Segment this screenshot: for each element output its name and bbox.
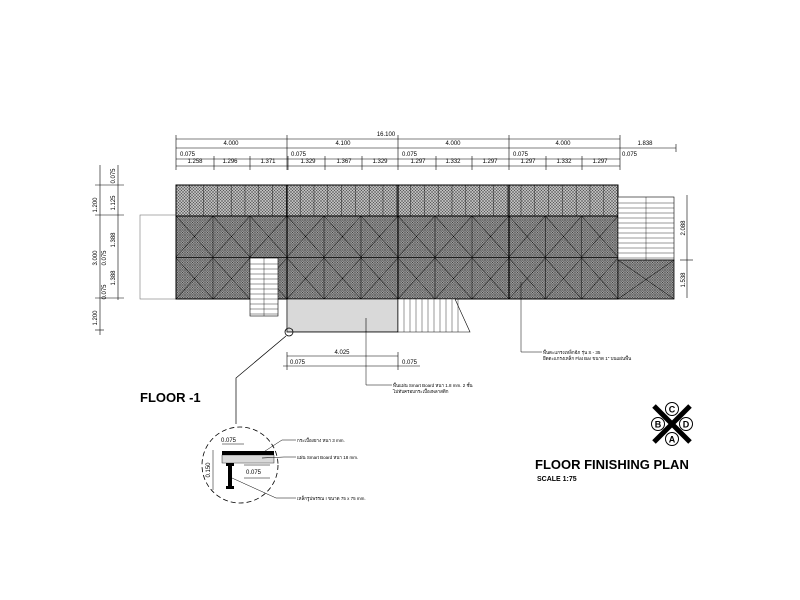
detail-dim-top: 0.075 xyxy=(221,438,237,444)
floor-label: FLOOR -1 xyxy=(140,390,201,405)
sub-dimension-9: 1.297 xyxy=(482,159,498,165)
sub-dimension-7: 1.297 xyxy=(410,159,426,165)
bottom-dimension-lines xyxy=(283,352,420,370)
sub-dimension-4: 1.329 xyxy=(300,159,316,165)
bay-dimension-4: 4.000 xyxy=(555,141,571,147)
left-outer-dimension-1: 1.200 xyxy=(93,197,99,213)
smart-board-area xyxy=(286,298,399,333)
sub-dimension-2: 1.296 xyxy=(222,159,238,165)
bay-dimension-2: 4.100 xyxy=(335,141,351,147)
compass-left-letter: B xyxy=(655,420,662,430)
right-dimension-2: 1.538 xyxy=(681,272,687,288)
sub-dimension-12: 1.297 xyxy=(592,159,608,165)
left-inner-dimension-6: 0.075 xyxy=(102,284,108,300)
overall-right-dimension: 1.838 xyxy=(637,141,653,147)
orientation-compass xyxy=(651,402,693,446)
detail-note-1: กระเบื้องยาง หนา 3 mm. xyxy=(297,437,345,443)
left-outer-dimension-3: 1.200 xyxy=(93,310,99,326)
section-detail xyxy=(201,426,296,504)
detail-callout-marker xyxy=(284,327,294,337)
sub-dimension-8: 1.332 xyxy=(445,159,461,165)
bottom-left-dimension: 0.075 xyxy=(290,360,306,366)
sub-dimension-5: 1.367 xyxy=(336,159,352,165)
left-inner-dimension-4: 0.075 xyxy=(102,250,108,266)
sub-dimension-1: 1.258 xyxy=(187,159,203,165)
left-inner-dimension-5: 1.388 xyxy=(111,270,117,286)
steel-grating-note-2: ยึดตะแกรงเหล็ก Flat Bar ขนาด 1" บนแผ่นพื… xyxy=(543,354,632,361)
top-grating-strip xyxy=(175,184,619,217)
detail-dim-mid: 0.075 xyxy=(246,470,262,476)
detail-note-3: เหล็กรูปพรรณ I ขนาด 75 x 75 mm. xyxy=(297,494,366,502)
right-stair-treads xyxy=(403,299,459,332)
offset-dimension-5: 0.075 xyxy=(622,152,638,158)
detail-dim-side: 0.150 xyxy=(206,462,212,478)
plan-title: FLOOR FINISHING PLAN xyxy=(535,457,689,472)
left-stair-treads xyxy=(250,258,278,316)
compass-top-letter: C xyxy=(669,405,676,415)
right-dimension-1: 2.088 xyxy=(681,220,687,236)
left-inner-dimension-3: 1.388 xyxy=(111,232,117,248)
overall-dimension: 16.100 xyxy=(377,132,396,138)
sub-dimension-11: 1.332 xyxy=(556,159,572,165)
steel-grating-note: พื้นตะแกรงเหล็กฉีก รุ่น S - 35 xyxy=(543,348,601,356)
plan-scale: SCALE 1:75 xyxy=(537,476,577,483)
compass-right-letter: D xyxy=(683,420,690,430)
detail-note-2: แผ่น Smart Board หนา 18 mm. xyxy=(297,455,358,460)
right-exterior-stair-treads xyxy=(618,197,674,260)
sub-dimension-10: 1.297 xyxy=(520,159,536,165)
bottom-span-dimension: 4.025 xyxy=(334,350,350,356)
smart-board-note-2: ไม่ทับครอบกระเบื้องพลาสติก xyxy=(392,388,449,394)
bay-dimension-1: 4.000 xyxy=(223,141,239,147)
left-outer-dimension-2: 3.000 xyxy=(93,250,99,266)
left-inner-dimension-1: 0.075 xyxy=(111,168,117,184)
sub-dimension-6: 1.329 xyxy=(372,159,388,165)
left-dimension-lines xyxy=(95,165,124,335)
bottom-right-dimension: 0.075 xyxy=(402,360,418,366)
bay-dimension-3: 4.000 xyxy=(445,141,461,147)
offset-dimension-2: 0.075 xyxy=(291,152,307,158)
sub-dimension-3: 1.371 xyxy=(260,159,276,165)
note-leaders xyxy=(365,282,542,386)
detail-leader-line xyxy=(235,335,287,424)
offset-dimension-3: 0.075 xyxy=(402,152,418,158)
right-dimension-lines xyxy=(680,195,693,298)
offset-dimension-1: 0.075 xyxy=(180,152,196,158)
top-dimension-lines xyxy=(175,135,677,170)
compass-bottom-letter: A xyxy=(669,435,676,445)
smart-board-note: พื้นแผ่น Smart Board หนา 1.8 mm. 2 ชั้น xyxy=(393,382,473,388)
left-landing-outline xyxy=(139,214,177,300)
offset-dimension-4: 0.075 xyxy=(513,152,529,158)
left-inner-dimension-2: 1.125 xyxy=(111,195,117,211)
right-landing-diagonal-2 xyxy=(617,259,675,300)
